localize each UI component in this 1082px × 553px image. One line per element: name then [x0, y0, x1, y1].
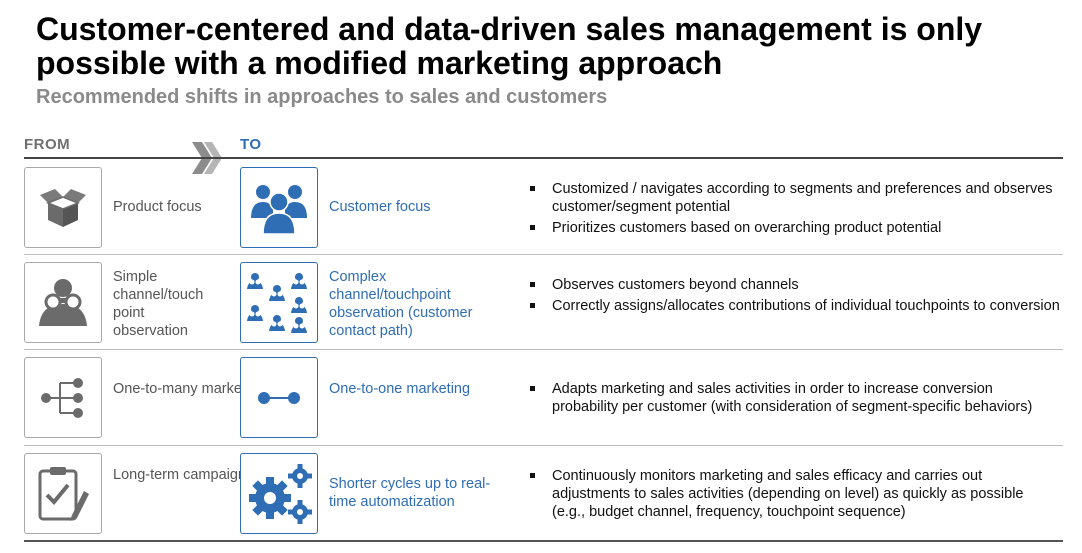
row-divider: [24, 349, 1063, 350]
from-label-product-focus: Product focus: [113, 199, 202, 215]
row-4-bullets: Continuously monitors marketing and sale…: [530, 467, 1060, 524]
bottom-divider: [24, 540, 1063, 542]
open-box-icon: [24, 167, 102, 248]
from-column-header: FROM: [24, 136, 71, 153]
list-item: Correctly assigns/allocates contribution…: [530, 297, 1060, 315]
multiple-binoculars-icon: [240, 262, 318, 343]
row-divider: [24, 254, 1063, 255]
one-to-many-icon: [24, 357, 102, 438]
list-item: Customized / navigates according to segm…: [530, 180, 1060, 216]
list-item: Continuously monitors marketing and sale…: [530, 467, 1060, 521]
customer-group-icon: [240, 167, 318, 248]
row-2-bullets: Observes customers beyond channels Corre…: [530, 276, 1060, 318]
from-label-one-to-many: One-to-many marketing: [113, 381, 266, 397]
row-1-bullets: Customized / navigates according to segm…: [530, 180, 1060, 240]
clipboard-check-icon: [24, 453, 102, 534]
list-item: Adapts marketing and sales activities in…: [530, 380, 1060, 416]
to-label-shorter-cycles: Shorter cycles up to real-time automatiz…: [329, 476, 491, 510]
list-item: Observes customers beyond channels: [530, 276, 1060, 294]
one-to-one-icon: [240, 357, 318, 438]
row-divider: [24, 445, 1063, 446]
from-label-simple-observation: Simple channel/touch point observation: [113, 269, 204, 339]
page-subtitle: Recommended shifts in approaches to sale…: [36, 86, 608, 108]
list-item: Prioritizes customers based on overarchi…: [530, 219, 1060, 237]
to-label-customer-focus: Customer focus: [329, 199, 431, 215]
to-label-complex-observation: Complex channel/touchpoint observation (…: [329, 269, 473, 339]
gears-icon: [240, 453, 318, 534]
to-label-one-to-one: One-to-one marketing: [329, 381, 471, 397]
row-3-bullets: Adapts marketing and sales activities in…: [530, 380, 1060, 419]
page-title: Customer-centered and data-driven sales …: [36, 11, 983, 81]
binoculars-person-icon: [24, 262, 102, 343]
header-divider: [24, 157, 1063, 159]
to-column-header: TO: [240, 136, 262, 153]
